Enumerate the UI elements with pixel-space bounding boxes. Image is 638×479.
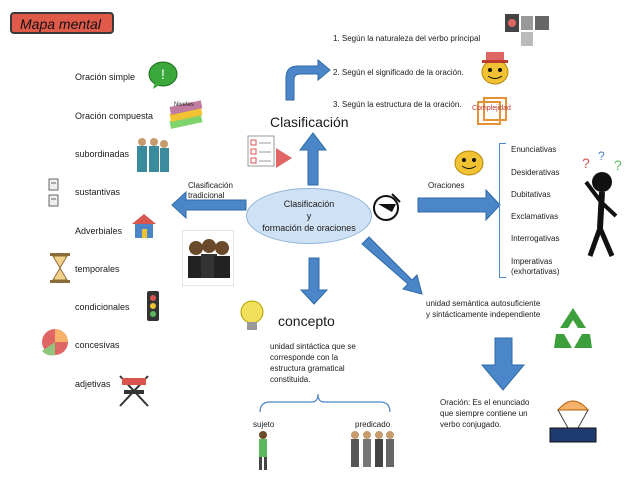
- arrow-up-clasificacion: [298, 132, 328, 186]
- parachute-box-icon: [549, 400, 597, 443]
- arrow-right-oraciones: [417, 188, 501, 222]
- bracket-sujeto-predicado: [259, 393, 391, 413]
- documents-icon: [48, 178, 59, 207]
- clasificacion-item-2: 2. Según el significado de la oración.: [333, 68, 464, 77]
- recycle-icon: [554, 308, 592, 348]
- concepto-heading: concepto: [278, 313, 335, 329]
- workers-icon: [137, 138, 169, 172]
- clasificacion-heading: Clasificación: [270, 114, 349, 130]
- right-item-interrogativas: Interrogativas: [511, 234, 560, 243]
- people-group-icon: [182, 230, 234, 286]
- right-item-enunciativas: Enunciativas: [511, 145, 557, 154]
- face-icon: [373, 193, 401, 221]
- clasificacion-item-3: 3. Según la estructura de la oración.: [333, 100, 462, 109]
- house-icon: [132, 214, 156, 238]
- business-people-icon: [351, 431, 394, 467]
- title-box: Mapa mental: [10, 12, 114, 34]
- left-item-condicionales: condicionales: [75, 302, 130, 312]
- arrow-left-tradicional: [171, 190, 247, 220]
- oraciones-label: Oraciones: [428, 181, 465, 190]
- checklist-icon: [247, 135, 292, 168]
- right-item-exclamativas: Exclamativas: [511, 212, 559, 221]
- arrow-curve-to-items: [285, 58, 331, 101]
- center-line1: Clasificación: [283, 199, 335, 209]
- right-item-dubitativas: Dubitativas: [511, 190, 551, 199]
- tradicional-label-line1: Clasificación: [188, 181, 233, 190]
- svg-text:!: !: [161, 66, 165, 82]
- hourglass-icon: [50, 253, 70, 283]
- oracion-def-line2: que siempre contiene un: [440, 409, 528, 418]
- left-item-temporales: temporales: [75, 264, 120, 274]
- svg-text:?: ?: [598, 149, 605, 163]
- speech-bubble-icon: !: [148, 61, 178, 89]
- question-figure-icon: ? ? ?: [582, 149, 622, 257]
- right-item-exhortativas: (exhortativas): [511, 267, 560, 276]
- unidad-line2: y sintácticamente independiente: [426, 310, 541, 319]
- concepto-def-line2: corresponde con la: [270, 353, 339, 362]
- page-title: Mapa mental: [20, 16, 101, 32]
- arrow-down-concepto: [299, 257, 329, 305]
- left-item-subordinadas: subordinadas: [75, 149, 130, 159]
- predicado-label: predicado: [355, 420, 391, 429]
- levels-stack-icon: Niveles: [169, 100, 203, 129]
- niveles-label: Niveles: [174, 102, 194, 108]
- center-node: Clasificación y formación de oraciones: [246, 188, 372, 244]
- complejidad-label: Complejidad: [472, 105, 511, 112]
- center-line3: formación de oraciones: [262, 223, 356, 233]
- left-item-adverbiales: Adverbiales: [75, 226, 123, 236]
- woman-icon: [259, 431, 267, 470]
- clasificacion-item-1: 1. Según la naturaleza del verbo princip…: [333, 34, 481, 43]
- concepto-def-line1: unidad sintáctica que se: [270, 342, 356, 351]
- tradicional-label-line2: tradicional: [188, 191, 225, 200]
- concepto-def-line4: constituida.: [270, 375, 311, 384]
- pie-icon: [42, 329, 68, 356]
- smiley-icon: [454, 150, 484, 176]
- svg-text:?: ?: [582, 155, 590, 171]
- unidad-line1: unidad semántica autosuficiente: [426, 299, 541, 308]
- left-item-sustantivas: sustantivas: [75, 187, 121, 197]
- left-item-oracion-simple: Oración simple: [75, 72, 136, 82]
- center-line2: y: [306, 211, 312, 221]
- cube-icon: Complejidad: [472, 97, 511, 125]
- oraciones-bracket: [499, 143, 506, 278]
- left-item-adjetivas: adjetivas: [75, 379, 111, 389]
- oracion-def-line1: Oración: Es el enunciado: [440, 398, 530, 407]
- right-item-imperativas: Imperativas: [511, 257, 553, 266]
- oracion-def-line3: verbo conjugado.: [440, 420, 502, 429]
- right-item-desiderativas: Desiderativas: [511, 168, 560, 177]
- arrow-diagonal-unidad: [361, 236, 423, 295]
- lightbulb-icon: [240, 300, 264, 330]
- sujeto-label: sujeto: [253, 420, 275, 429]
- chair-icon: [119, 375, 149, 407]
- left-item-concesivas: concesivas: [75, 340, 120, 350]
- traffic-light-icon: [147, 291, 159, 321]
- media-icons: [505, 14, 549, 46]
- svg-text:?: ?: [614, 157, 622, 173]
- left-item-oracion-compuesta: Oración compuesta: [75, 111, 154, 121]
- smiley-hat-icon: [481, 52, 509, 85]
- arrow-down-oracion: [480, 337, 526, 391]
- concepto-def-line3: estructura gramatical: [270, 364, 345, 373]
